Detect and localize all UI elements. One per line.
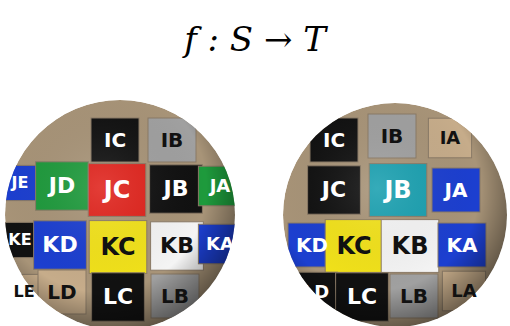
cell-label: KC xyxy=(100,235,135,259)
cell-label: KB xyxy=(392,234,429,258)
cell-label: JB xyxy=(384,178,411,202)
cell-label: LA xyxy=(451,282,476,300)
cell-label: IB xyxy=(161,130,184,150)
cell-label: IB xyxy=(381,126,404,146)
cell-label: JB xyxy=(164,178,189,200)
cell-label: KD xyxy=(42,234,77,256)
cell-label: LC xyxy=(103,286,133,308)
cell-label: JE xyxy=(12,175,29,191)
cell-label: LD xyxy=(303,283,329,301)
cell-label: JC xyxy=(104,178,131,202)
cell-label: IC xyxy=(323,130,345,150)
cell-label: LB xyxy=(400,286,428,306)
cell-label: IA xyxy=(440,129,461,147)
cell-label: KE xyxy=(8,232,31,248)
cell-label: LE xyxy=(13,284,34,300)
cell-label: KD xyxy=(296,235,328,255)
title: f : S → T xyxy=(184,22,326,56)
cell-label: LC xyxy=(347,286,377,308)
cell-label: KA xyxy=(447,235,478,255)
cell-label: JD xyxy=(49,175,75,197)
cell-label: JA xyxy=(210,177,231,195)
cell-label: KB xyxy=(160,235,194,257)
cell-label: JC xyxy=(322,179,346,201)
cell-label: LD xyxy=(47,282,76,302)
cell-label: KC xyxy=(336,234,371,258)
cell-label: JA xyxy=(445,180,468,200)
cell-label: LB xyxy=(161,286,189,306)
cell-label: IC xyxy=(104,130,126,150)
cell-label: KA xyxy=(206,235,234,253)
